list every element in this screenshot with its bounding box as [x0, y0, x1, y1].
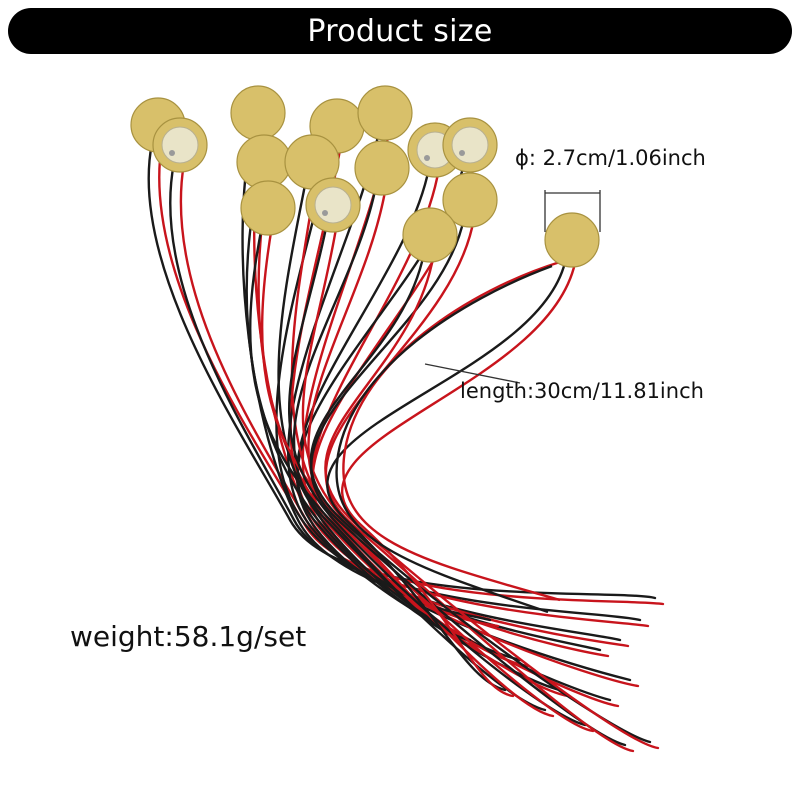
- red-wire: [324, 216, 635, 753]
- black-wire: [287, 129, 632, 682]
- piezo-disc: [230, 85, 286, 141]
- piezo-disc: [544, 212, 600, 268]
- brass-plate: [357, 85, 413, 141]
- black-wire: [249, 224, 472, 642]
- length-pointer: [424, 363, 521, 384]
- black-wire: [288, 221, 587, 727]
- brass-plate: [442, 172, 498, 228]
- red-wire: [341, 256, 578, 698]
- brass-plate: [230, 85, 286, 141]
- brass-plate: [544, 212, 600, 268]
- brass-plate: [402, 207, 458, 263]
- ceramic-layer: [451, 126, 489, 164]
- piezo-disc: [152, 117, 208, 173]
- black-wire: [335, 264, 553, 614]
- red-wire: [158, 141, 665, 606]
- piezo-disc: [354, 140, 410, 196]
- solder-point: [424, 155, 430, 161]
- piezo-disc: [442, 117, 498, 173]
- header-bar: Product size: [8, 8, 792, 54]
- weight-label: weight:58.1g/set: [70, 620, 307, 653]
- piezo-disc: [402, 207, 458, 263]
- brass-plate: [354, 140, 410, 196]
- solder-point: [322, 210, 328, 216]
- black-wire: [292, 184, 547, 712]
- piezo-disc: [305, 177, 361, 233]
- dimension-callouts: [424, 190, 601, 384]
- piezo-disc: [240, 180, 296, 236]
- page-title: Product size: [307, 13, 493, 49]
- diameter-label: ϕ: 2.7cm/1.06inch: [515, 146, 706, 170]
- ceramic-layer: [161, 126, 199, 164]
- brass-plate: [240, 180, 296, 236]
- red-wire: [342, 260, 561, 602]
- solder-point: [459, 150, 465, 156]
- black-wire: [310, 216, 627, 747]
- wire-bundle: [147, 129, 665, 753]
- piezo-disc-group: [130, 85, 600, 268]
- ceramic-layer: [314, 186, 352, 224]
- black-wire: [241, 129, 622, 642]
- length-label: length:30cm/11.81inch: [460, 379, 704, 403]
- piezo-disc: [442, 172, 498, 228]
- black-wire: [326, 256, 568, 692]
- black-wire: [147, 141, 657, 600]
- black-wire: [169, 161, 642, 622]
- solder-point: [169, 150, 175, 156]
- piezo-disc: [357, 85, 413, 141]
